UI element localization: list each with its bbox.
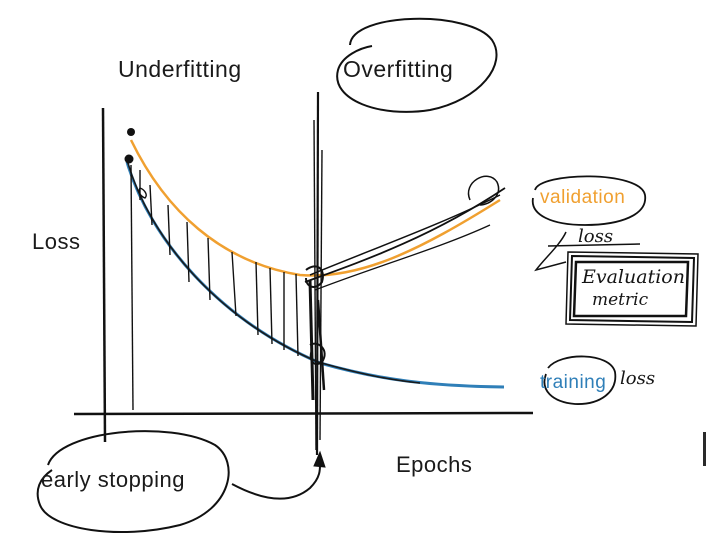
validation-loss-annotation: loss — [578, 226, 614, 247]
y-axis — [101, 107, 107, 443]
validation-label: validation — [540, 187, 626, 208]
validation-curve — [129, 139, 501, 277]
training-circle — [543, 355, 617, 405]
x-axis — [73, 411, 534, 416]
underfitting-label: Underfitting — [118, 56, 242, 82]
training-loss-annotation: loss — [620, 368, 656, 389]
overfitting-circle — [336, 17, 498, 113]
x-axis-label: Epochs — [396, 452, 473, 477]
validation-overstroke-4 — [467, 175, 500, 206]
metric-box — [534, 231, 699, 327]
early-stopping-label: early stopping — [41, 467, 185, 492]
overfitting-label: Overfitting — [343, 56, 454, 82]
metric-annotation: metric — [592, 290, 649, 310]
validation-overstroke-1 — [304, 187, 506, 283]
early-stopping-arrow — [231, 454, 322, 500]
val-loss-underline — [547, 243, 641, 247]
scrollbar-indicator[interactable] — [703, 432, 706, 466]
training-label: training — [540, 372, 607, 393]
training-start-dot — [124, 154, 134, 164]
y-axis-label: Loss — [32, 229, 81, 254]
gap-hatching — [130, 164, 299, 411]
early-stopping-line — [305, 91, 326, 456]
early-stopping-arrowhead — [313, 450, 326, 468]
validation-overstroke-2 — [309, 194, 501, 276]
validation-circle — [532, 175, 646, 226]
validation-start-dot — [127, 128, 135, 136]
validation-overstroke-3 — [314, 224, 491, 291]
early-stopping-circle — [36, 430, 230, 534]
training-curve-overstroke — [126, 159, 421, 384]
evaluation-annotation: Evaluation — [582, 266, 685, 288]
